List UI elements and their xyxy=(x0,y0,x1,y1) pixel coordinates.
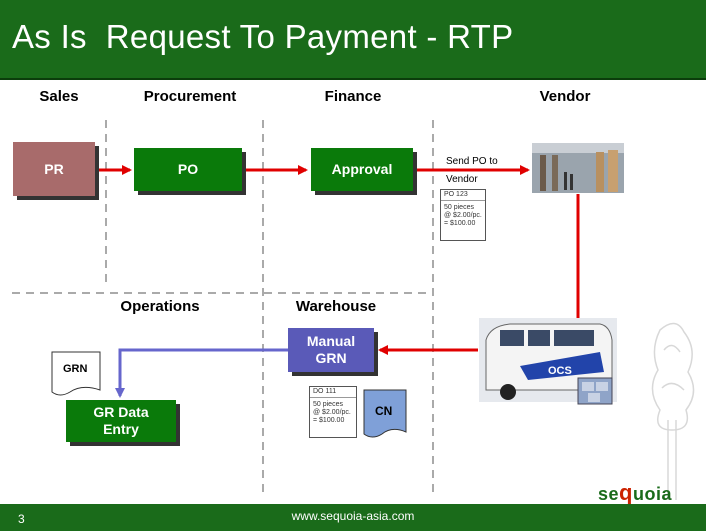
gr-entry-line1: GR Data xyxy=(93,404,149,420)
node-manual-grn: Manual GRN xyxy=(288,328,374,372)
lane-procurement: Procurement xyxy=(143,88,237,105)
cn-doc-label: CN xyxy=(375,404,393,418)
footer-url: www.sequoia-asia.com xyxy=(291,509,415,523)
edge-manual-grn-gr-entry xyxy=(115,348,288,398)
slide-title: As Is Request To Payment - RTP xyxy=(12,18,514,55)
delivery-van-picture: OCS xyxy=(479,318,617,405)
node-po: PO xyxy=(134,148,242,191)
warehouse-picture xyxy=(532,143,624,193)
po-doc-header: PO 123 xyxy=(441,190,485,201)
po-document: PO 123 50 pieces @ $2.00/pc. = $100.00 xyxy=(440,189,486,241)
lane-finance: Finance xyxy=(324,88,382,105)
po-doc-line3: = $100.00 xyxy=(444,220,476,227)
send-po-label-line2: Vendor xyxy=(446,174,478,185)
page-number: 3 xyxy=(18,512,25,526)
logo-post: uoia xyxy=(632,484,672,504)
logo-q: q xyxy=(619,480,633,505)
header-bar: As Is Request To Payment - RTP xyxy=(0,0,706,80)
do-document: DO 111 50 pieces @ $2.00/pc. = $100.00 xyxy=(309,386,357,438)
van-text: OCS xyxy=(548,365,572,377)
lane-sales: Sales xyxy=(39,88,79,105)
do-doc-header: DO 111 xyxy=(310,387,356,398)
do-doc-line2: @ $2.00/pc. xyxy=(313,409,351,416)
lane-vendor: Vendor xyxy=(539,88,591,105)
node-pr: PR xyxy=(13,142,95,196)
cn-doc-shape xyxy=(363,389,407,438)
footer-bar: 3 www.sequoia-asia.com xyxy=(0,504,706,531)
do-doc-line1: 50 pieces xyxy=(313,401,343,408)
send-po-label-line1: Send PO to xyxy=(446,156,498,167)
lane-warehouse: Warehouse xyxy=(295,298,377,315)
node-gr-data-entry: GR Data Entry xyxy=(66,400,176,442)
grn-doc-shape xyxy=(51,351,101,396)
lane-operations: Operations xyxy=(120,298,200,315)
po-doc-line1: 50 pieces xyxy=(444,204,474,211)
manual-grn-line1: Manual xyxy=(306,333,356,349)
logo-pre: se xyxy=(598,484,620,504)
po-doc-line2: @ $2.00/pc. xyxy=(444,212,482,219)
sequoia-logo: sequoia xyxy=(598,480,672,506)
gr-entry-line2: Entry xyxy=(103,421,139,437)
node-approval: Approval xyxy=(311,148,413,191)
sequoia-tree-icon xyxy=(651,322,695,500)
do-doc-line3: = $100.00 xyxy=(313,417,345,424)
grn-doc-label: GRN xyxy=(63,363,88,375)
manual-grn-line2: GRN xyxy=(315,350,347,366)
